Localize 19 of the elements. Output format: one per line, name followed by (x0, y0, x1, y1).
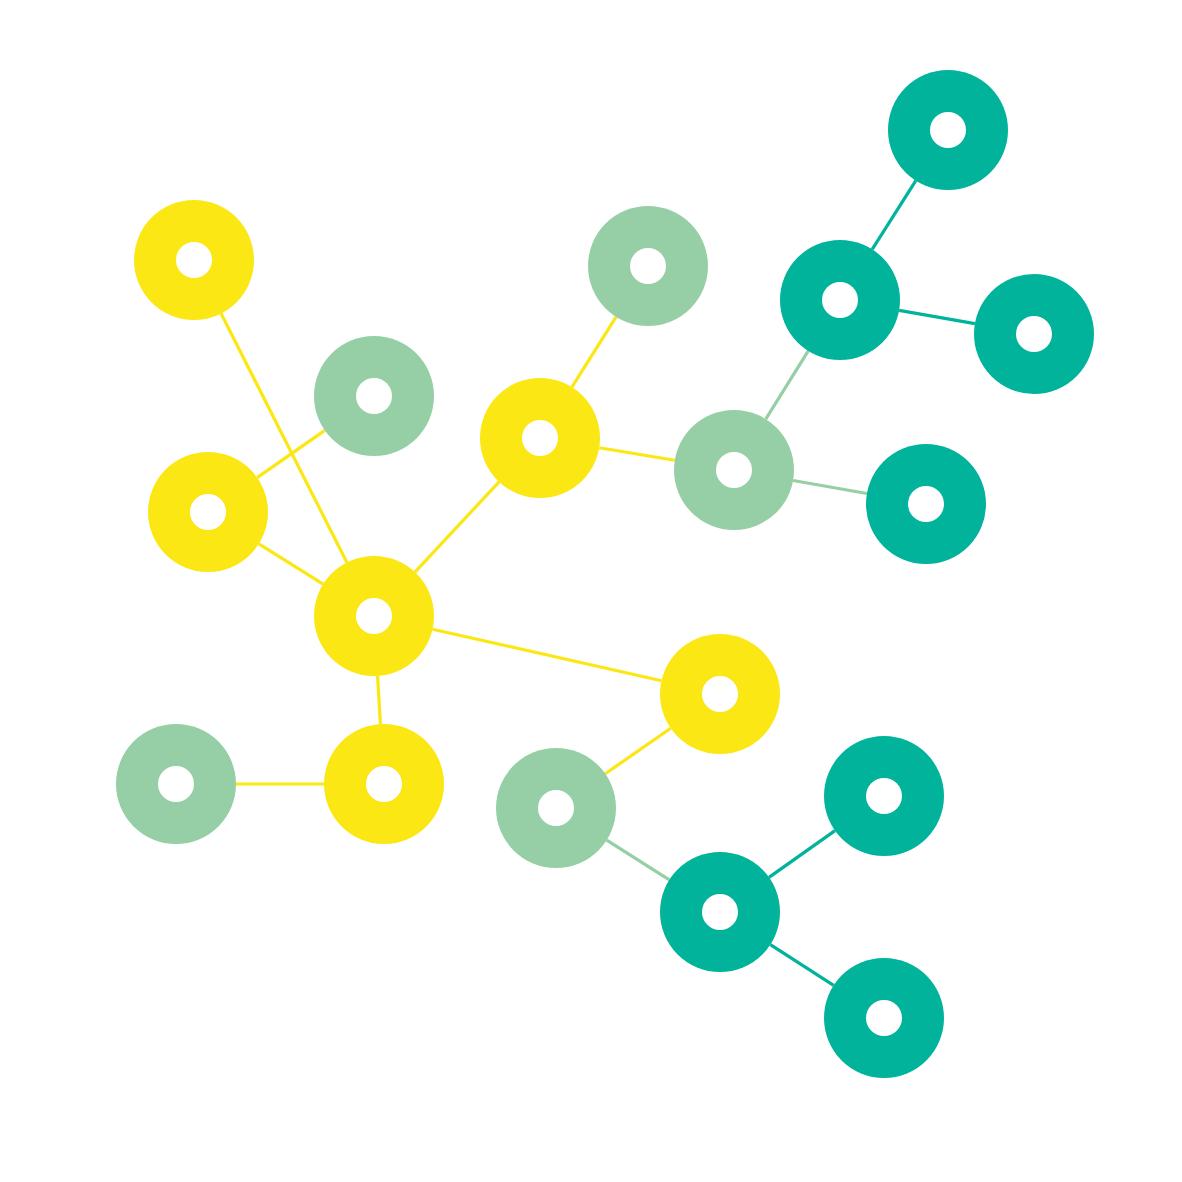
connector-line (598, 446, 676, 462)
connector-line (870, 179, 918, 251)
connector-line (570, 315, 618, 389)
ring-node (314, 556, 434, 676)
connector-line (219, 312, 349, 564)
connector-line (792, 478, 868, 496)
connector-line (768, 829, 836, 879)
connector-line (604, 726, 672, 776)
connector-line (236, 782, 324, 786)
connector-line (432, 627, 662, 683)
connector-line (413, 480, 501, 574)
connector-line (769, 943, 835, 987)
connector-line (898, 308, 976, 326)
connector-line (375, 675, 383, 725)
connector-line (258, 542, 324, 586)
ring-node (480, 378, 600, 498)
connector-line (605, 838, 671, 882)
connector-line (256, 429, 326, 479)
connector-line (764, 350, 810, 420)
